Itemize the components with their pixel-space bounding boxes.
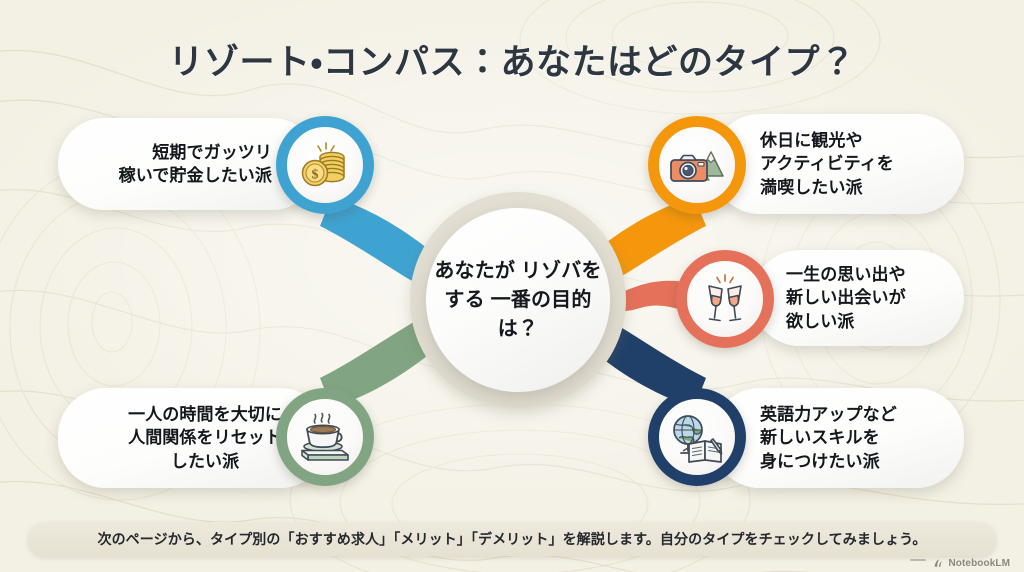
notebooklm-logo-icon: [935, 559, 943, 567]
champagne-toast-icon: [708, 274, 742, 322]
notebooklm-watermark: NotebookLM: [933, 558, 1010, 569]
branch-icon-ring-money[interactable]: $: [276, 116, 374, 214]
watermark-label: NotebookLM: [948, 558, 1010, 569]
branch-icon-ring-sightseeing[interactable]: [648, 116, 746, 214]
coffee-book-icon: [301, 412, 349, 461]
branch-label-sightseeing-text: 休日に観光や アクティビティを 満喫したい派: [760, 130, 894, 197]
globe-book-icon: [673, 415, 723, 463]
branch-label-memories-text: 一生の思い出や 新しい出会いが 欲しい派: [786, 264, 906, 331]
footer-bar: 次のページから、タイプ別の「おすすめ求人」「メリット」「デメリット」を解説します…: [28, 522, 996, 556]
branch-icon-ring-skills[interactable]: [648, 388, 746, 486]
page-title: リゾート・コンパス：あなたはどのタイプ？: [168, 43, 856, 82]
center-hub: あなたが リゾバをする 一番の目的は？: [426, 208, 610, 392]
branch-label-sightseeing[interactable]: 休日に観光や アクティビティを 満喫したい派: [712, 114, 964, 214]
footer-note-text: 次のページから、タイプ別の「おすすめ求人」「メリット」「デメリット」を解説します…: [97, 531, 927, 547]
branch-label-skills[interactable]: 英語力アップなど 新しいスキルを 身につけたい派: [712, 388, 964, 488]
branch-label-memories[interactable]: 一生の思い出や 新しい出会いが 欲しい派: [752, 250, 964, 346]
branch-label-solitude-text: 一人の時間を大切に 人間関係をリセット したい派: [128, 404, 282, 471]
camera-mountain-icon: [670, 151, 724, 182]
watermark-divider: [910, 559, 926, 561]
branch-icon-ring-solitude[interactable]: [276, 388, 374, 486]
svg-text:$: $: [312, 168, 319, 183]
branch-icon-ring-memories[interactable]: [676, 250, 774, 348]
branch-label-money-text: 短期でガッツリ 稼いで貯金したい派: [118, 142, 272, 185]
hub-question-text: あなたが リゾバをする 一番の目的は？: [434, 259, 602, 340]
branch-label-skills-text: 英語力アップなど 新しいスキルを 身につけたい派: [760, 404, 897, 471]
coins-icon: $: [301, 142, 345, 187]
